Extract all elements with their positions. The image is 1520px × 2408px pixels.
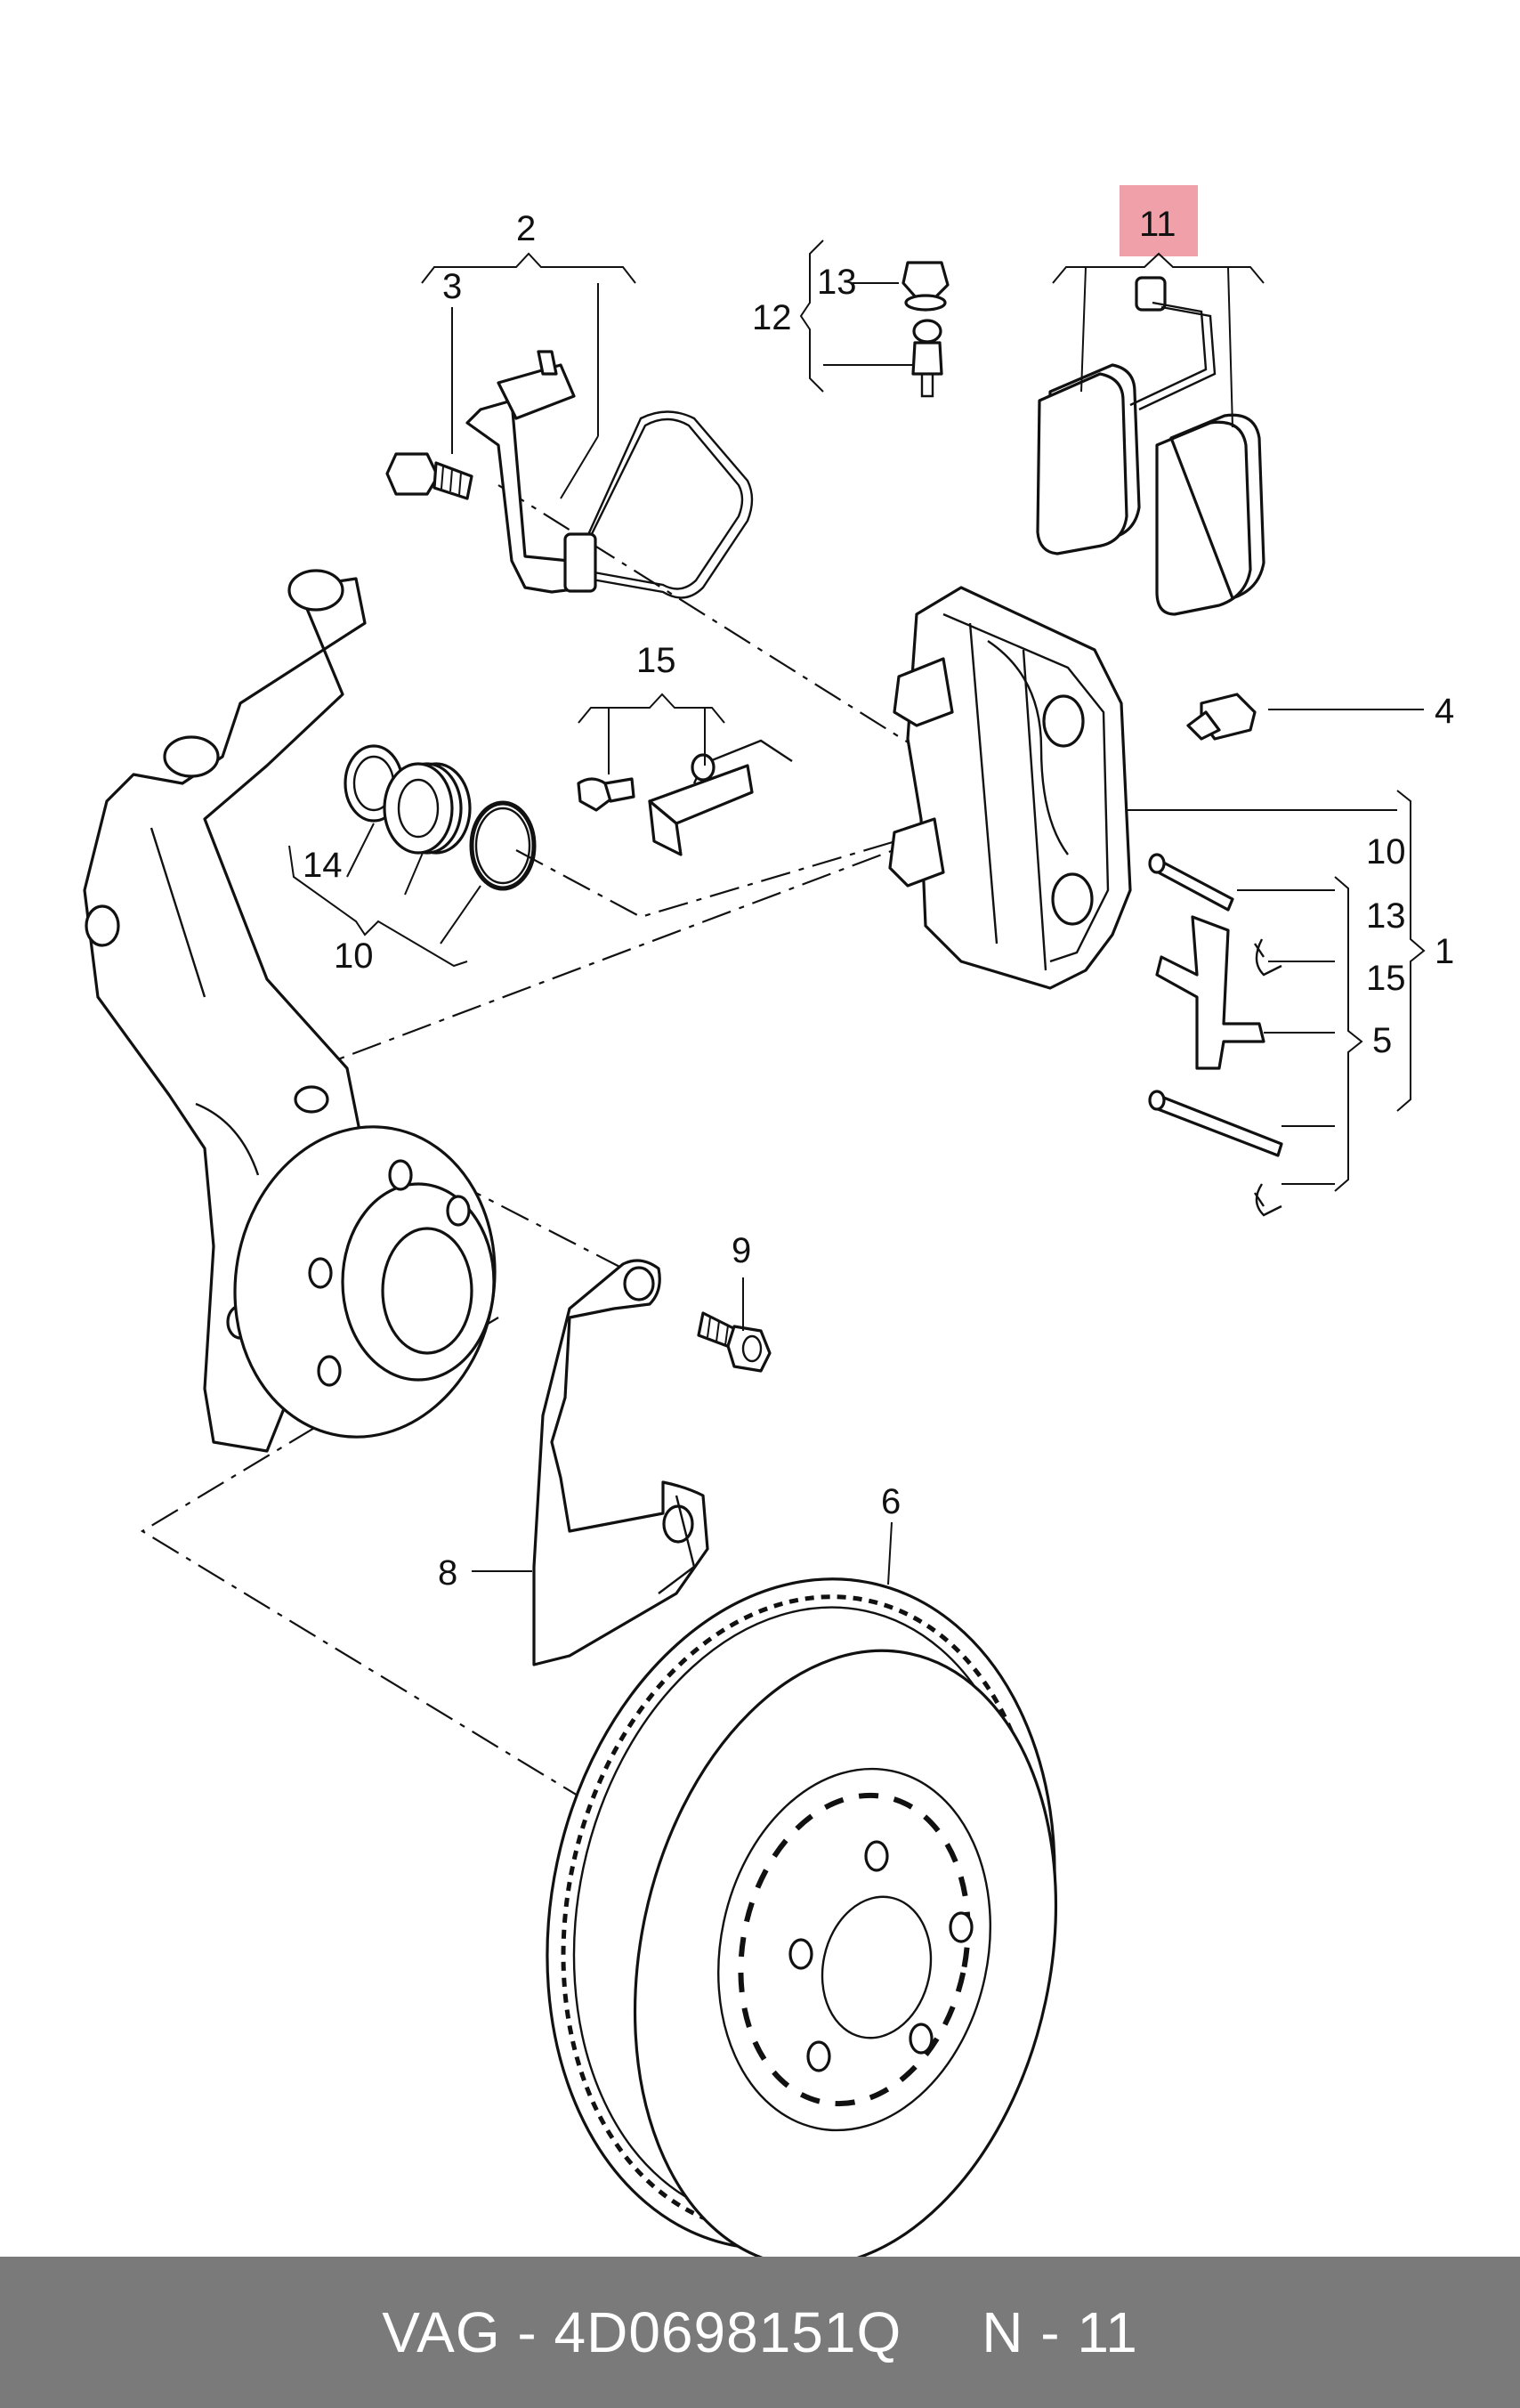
bolt-9 bbox=[697, 1311, 772, 1373]
label-1: 1 bbox=[1435, 932, 1454, 971]
label-2: 2 bbox=[516, 209, 536, 248]
brake-hose-bracket bbox=[465, 350, 754, 599]
label-3: 3 bbox=[442, 267, 462, 306]
highlight-part-11 bbox=[1120, 185, 1198, 256]
label-4: 4 bbox=[1435, 692, 1454, 731]
label-6: 6 bbox=[881, 1482, 901, 1521]
label-15-top: 15 bbox=[636, 641, 676, 680]
bolt-4 bbox=[1186, 693, 1257, 741]
pad-pin-kit bbox=[1148, 853, 1283, 1217]
footer-page-ref: N - 11 bbox=[982, 2300, 1138, 2364]
label-8: 8 bbox=[438, 1553, 457, 1593]
label-10-left: 10 bbox=[334, 936, 374, 976]
label-10-right: 10 bbox=[1366, 832, 1406, 872]
label-11[interactable]: 11 bbox=[1139, 205, 1176, 244]
bolt-3 bbox=[385, 452, 473, 500]
label-9: 9 bbox=[732, 1231, 751, 1270]
brake-assembly-diagram: 2 3 13 12 11 15 4 10 14 13 1 10 15 5 9 6… bbox=[83, 185, 1454, 2257]
label-15-right: 15 bbox=[1366, 959, 1406, 998]
footer-bar: VAG - 4D0698151Q N - 11 bbox=[0, 2257, 1520, 2408]
label-5: 5 bbox=[1372, 1021, 1392, 1060]
label-13-top: 13 bbox=[817, 263, 857, 302]
bleeder-valve bbox=[901, 261, 950, 398]
wheel-hub bbox=[233, 1125, 497, 1439]
footer-part-number: VAG - 4D0698151Q bbox=[382, 2300, 902, 2364]
label-14: 14 bbox=[303, 846, 343, 885]
leader-lines bbox=[288, 239, 1426, 1585]
label-12: 12 bbox=[752, 298, 792, 337]
splash-shield bbox=[532, 1259, 709, 1666]
label-13-right: 13 bbox=[1366, 896, 1406, 936]
brake-caliper bbox=[888, 586, 1132, 990]
brake-disc bbox=[546, 1577, 1058, 2257]
anti-rattle-spring bbox=[577, 739, 793, 856]
brake-pads bbox=[1036, 276, 1265, 616]
piston-seal-set bbox=[344, 744, 537, 891]
